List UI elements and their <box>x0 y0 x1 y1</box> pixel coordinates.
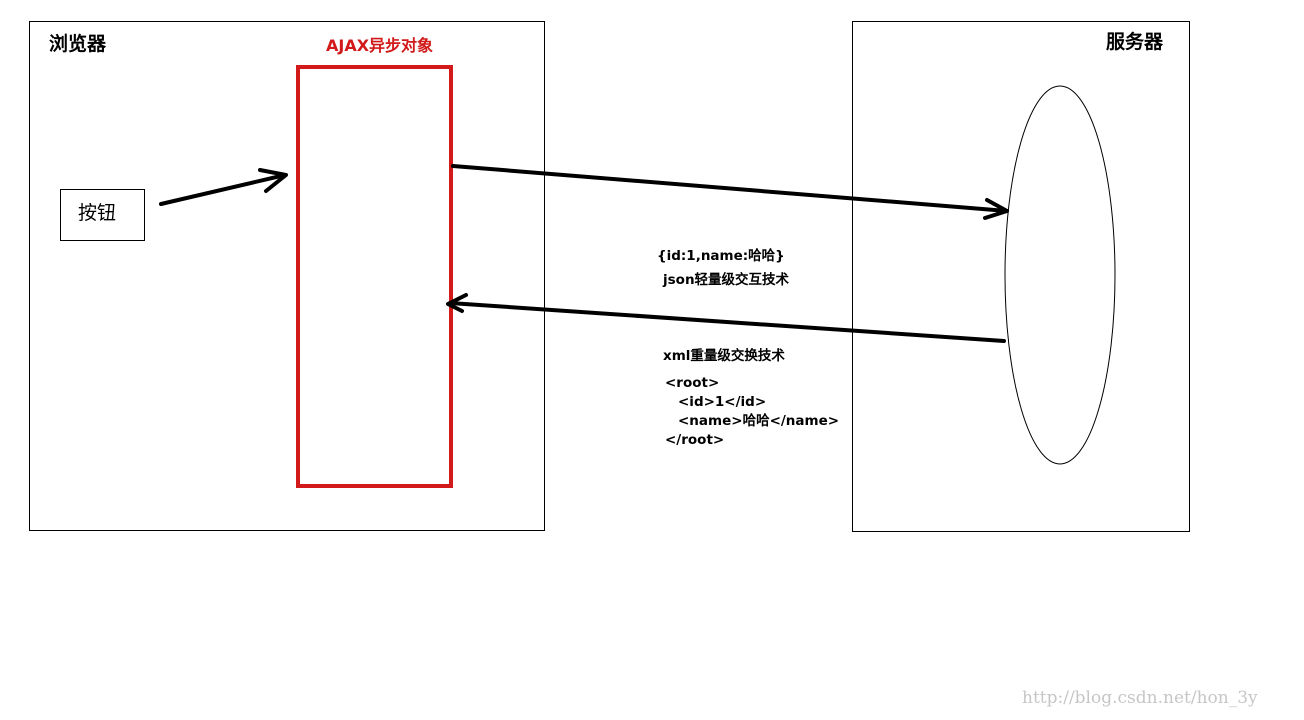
xml-description: xml重量级交换技术 <box>663 348 785 364</box>
server-ellipse <box>1004 85 1116 465</box>
xml-root-close: </root> <box>665 432 725 448</box>
response-arrow <box>446 293 1006 343</box>
server-label: 服务器 <box>1106 31 1164 53</box>
xml-id-line: <id>1</id> <box>678 394 767 410</box>
json-description: json轻量级交互技术 <box>663 272 790 288</box>
browser-box <box>29 21 545 531</box>
button-label: 按钮 <box>78 202 117 224</box>
button-to-ajax-arrow <box>159 168 288 206</box>
xml-name-line: <name>哈哈</name> <box>678 413 840 429</box>
xml-root-open: <root> <box>665 375 720 391</box>
watermark-url: http://blog.csdn.net/hon_3y <box>1022 688 1258 708</box>
ajax-object-box <box>296 65 453 488</box>
json-example-text: {id:1,name:哈哈} <box>657 248 785 264</box>
ajax-label: AJAX异步对象 <box>326 36 434 55</box>
browser-label: 浏览器 <box>49 33 107 55</box>
server-box <box>852 21 1190 532</box>
button-box <box>60 189 145 241</box>
request-arrow <box>451 164 1009 220</box>
